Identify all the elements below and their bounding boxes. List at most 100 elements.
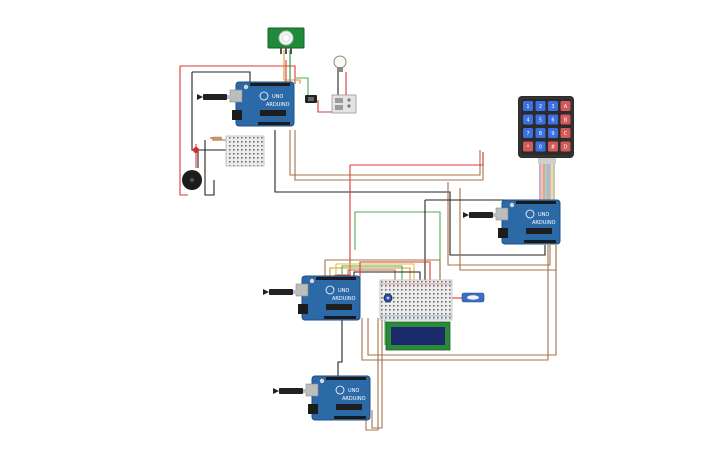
reset-button[interactable] — [243, 84, 249, 90]
wire[interactable] — [317, 100, 332, 113]
keypad-key[interactable]: 7 — [523, 128, 533, 138]
arduino-uno-2[interactable]: UNO ARDUINO — [495, 199, 561, 245]
board-maker: ARDUINO — [266, 102, 290, 108]
digital-header[interactable] — [516, 201, 556, 204]
lightbulb-icon — [333, 55, 347, 69]
power-jack[interactable] — [298, 304, 308, 314]
arduino-logo-icon — [325, 285, 335, 295]
power-jack[interactable] — [232, 110, 242, 120]
keypad-key[interactable]: 8 — [535, 128, 546, 138]
digital-header[interactable] — [250, 83, 290, 86]
analog-header[interactable] — [258, 122, 290, 125]
piezo-buzzer[interactable] — [182, 170, 202, 190]
board-maker: ARDUINO — [342, 396, 366, 402]
wire[interactable] — [294, 130, 484, 181]
servo[interactable] — [461, 292, 485, 303]
analog-header[interactable] — [324, 316, 356, 319]
keypad-key-label: D — [564, 145, 568, 151]
wire[interactable] — [283, 50, 301, 84]
keypad-key[interactable]: 4 — [523, 114, 533, 125]
wire[interactable] — [359, 261, 431, 290]
board-brand: UNO — [348, 388, 359, 394]
board-brand: UNO — [538, 212, 549, 218]
arduino-uno-4[interactable]: UNO ARDUINO — [305, 375, 371, 421]
keypad-ribbon — [538, 158, 556, 200]
relay-module[interactable] — [331, 94, 357, 114]
resistor[interactable] — [212, 136, 222, 141]
keypad-key-label: B — [564, 118, 568, 124]
keypad-key[interactable]: 9 — [548, 128, 558, 138]
keypad-key[interactable]: 5 — [535, 114, 546, 125]
keypad-key-label: 4 — [526, 118, 529, 124]
wire[interactable] — [447, 182, 551, 266]
arduino-logo-icon — [525, 209, 535, 219]
keypad-key[interactable]: D — [560, 141, 571, 152]
wire[interactable] — [371, 318, 383, 429]
wire[interactable] — [274, 130, 546, 256]
analog-header[interactable] — [334, 416, 366, 419]
mcu-chip — [336, 404, 362, 410]
wire[interactable] — [334, 165, 351, 280]
wire[interactable] — [191, 72, 240, 151]
keypad-key[interactable]: 2 — [535, 101, 546, 111]
pir-sensor[interactable] — [267, 27, 305, 54]
wire[interactable] — [192, 71, 251, 84]
keypad-key-label: 2 — [539, 104, 542, 110]
wire[interactable] — [324, 259, 441, 290]
keypad-key[interactable]: A — [560, 101, 571, 111]
board-maker: ARDUINO — [532, 220, 556, 226]
reset-button[interactable] — [319, 378, 325, 384]
usb-cable-1[interactable] — [197, 94, 235, 100]
keypad-key[interactable]: C — [560, 128, 571, 138]
wire[interactable] — [329, 267, 411, 290]
reset-button[interactable] — [509, 202, 515, 208]
wire[interactable] — [180, 65, 296, 84]
usb-cable-2[interactable] — [463, 212, 501, 218]
keypad-key-label: * — [527, 145, 530, 151]
wire[interactable] — [179, 66, 188, 196]
wire[interactable] — [367, 245, 557, 356]
keypad-key[interactable]: # — [548, 141, 558, 152]
mini-breadboard[interactable] — [225, 135, 265, 167]
usb-cable-icon — [203, 94, 227, 100]
usb-cable-3[interactable] — [263, 289, 301, 295]
lightbulb[interactable] — [333, 55, 347, 72]
potentiometer[interactable] — [383, 293, 393, 303]
led[interactable] — [193, 147, 199, 153]
relay-connector[interactable] — [305, 95, 317, 103]
keypad-key[interactable]: B — [560, 114, 571, 125]
keypad-key-label: C — [564, 131, 568, 137]
wire[interactable] — [296, 77, 309, 100]
wire[interactable] — [337, 318, 343, 378]
wire[interactable] — [289, 130, 481, 176]
power-jack[interactable] — [308, 404, 318, 414]
keypad-key[interactable]: 1 — [523, 101, 533, 111]
keypad-key[interactable]: * — [523, 141, 533, 152]
reset-button[interactable] — [309, 278, 315, 284]
analog-header[interactable] — [524, 240, 556, 243]
wire[interactable] — [354, 211, 441, 283]
wire[interactable] — [350, 152, 484, 166]
keypad-key[interactable]: 0 — [535, 141, 546, 152]
mcu-chip — [526, 228, 552, 234]
digital-header[interactable] — [316, 277, 356, 280]
wire[interactable] — [361, 245, 549, 361]
wire[interactable] — [341, 265, 403, 290]
keypad-key-label: 6 — [551, 118, 554, 124]
wire[interactable] — [204, 140, 215, 196]
keypad-key[interactable]: 6 — [548, 114, 558, 125]
wire[interactable] — [335, 263, 415, 290]
digital-header[interactable] — [326, 377, 366, 380]
keypad-key[interactable]: 3 — [548, 101, 558, 111]
lcd-display[interactable] — [385, 321, 451, 351]
keypad-key-label: # — [551, 145, 555, 151]
keypad-key-label: 1 — [526, 104, 529, 110]
usb-cable-4[interactable] — [273, 388, 311, 394]
wire[interactable] — [365, 318, 379, 431]
arduino-logo-icon — [259, 91, 269, 101]
power-jack[interactable] — [498, 228, 508, 238]
